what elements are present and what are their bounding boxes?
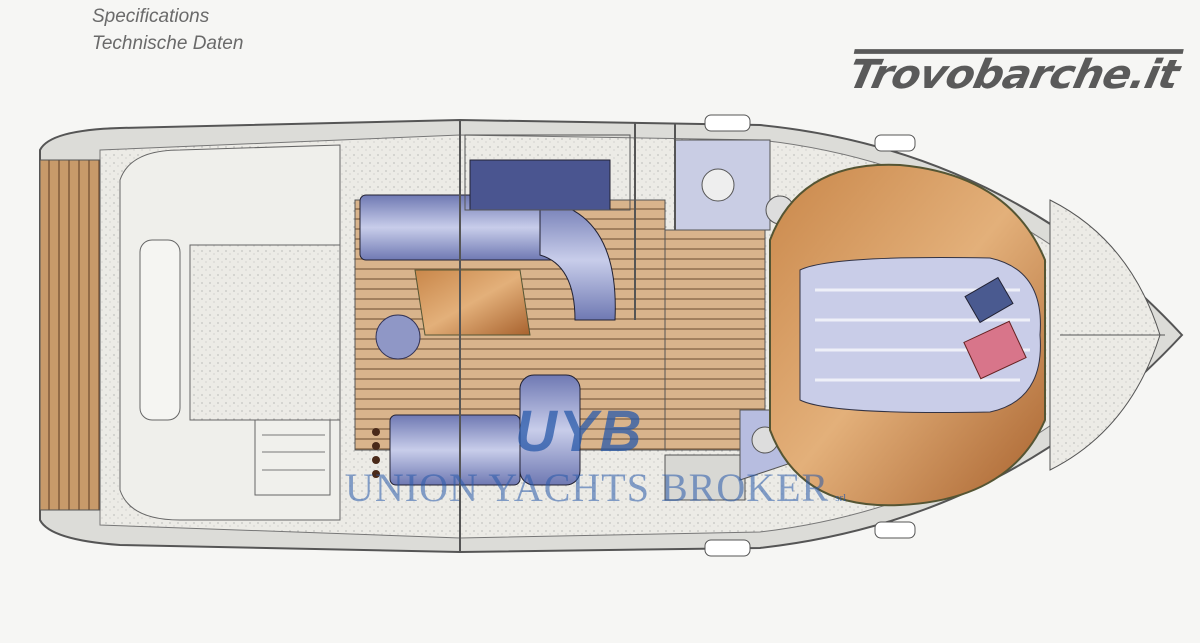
- toilet: [701, 168, 735, 202]
- cockpit-sunpad: [189, 244, 341, 421]
- cockpit-steps: [254, 419, 331, 496]
- union-yachts-broker-watermark: UNION YACHTS BROKER: [345, 465, 830, 510]
- swim-platform: [39, 159, 101, 511]
- settee-corner: [539, 199, 616, 321]
- transom-seat: [139, 239, 181, 421]
- pillow-blue: [964, 276, 1014, 324]
- uyb-watermark: UYB: [515, 399, 644, 464]
- bulkheads: [459, 120, 676, 552]
- settee-backrest: [469, 159, 611, 211]
- salon-table: [414, 269, 531, 336]
- portholes: [704, 114, 916, 557]
- helm-chair: [519, 374, 581, 486]
- pillow-pink: [963, 320, 1027, 380]
- watermark-suffix: srl: [835, 492, 847, 504]
- helm-seat: [375, 314, 421, 360]
- watermark-row: UNION YACHTS BROKER srl: [345, 466, 846, 510]
- specifications-heading: Specifications: [92, 6, 210, 27]
- technische-daten-heading: Technische Daten: [92, 33, 244, 54]
